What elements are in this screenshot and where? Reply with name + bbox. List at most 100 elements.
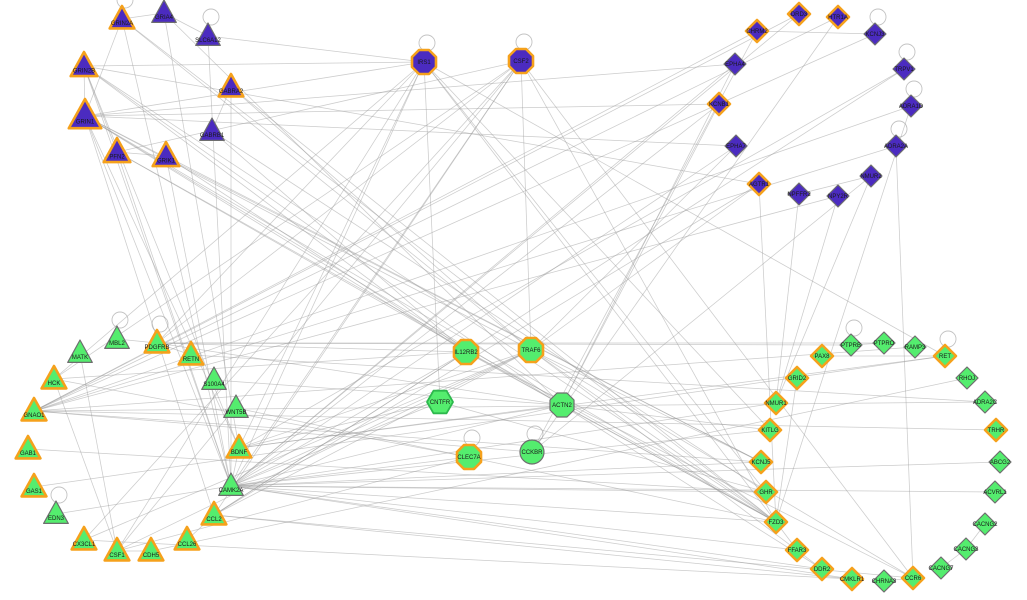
node-gt14[interactable]: CCL2: [200, 500, 228, 526]
node-gt13[interactable]: EDN3: [42, 500, 69, 525]
node-gd11[interactable]: TRHR: [983, 417, 1009, 443]
edge: [423, 61, 777, 523]
edge: [798, 175, 872, 195]
node-gd17[interactable]: CACNG2: [972, 512, 998, 536]
edge: [230, 63, 736, 487]
edge: [156, 342, 563, 406]
node-gd21[interactable]: CACNG7: [928, 556, 954, 580]
edge: [116, 60, 522, 552]
edge: [775, 193, 800, 404]
edge: [230, 402, 777, 487]
edge: [230, 456, 470, 487]
node-shape: [839, 566, 865, 592]
node-pd4[interactable]: KCNJ3: [863, 22, 887, 46]
node-shape: [899, 94, 923, 118]
node-gd2[interactable]: PTPRB: [839, 333, 863, 357]
node-po1[interactable]: IRS1: [410, 48, 438, 76]
node-shape: [20, 472, 48, 498]
node-shape: [151, 0, 177, 23]
node-po2[interactable]: CSF2: [507, 47, 535, 75]
edge: [230, 13, 800, 487]
node-pt4[interactable]: GRIN2B: [69, 50, 99, 78]
node-shape: [763, 390, 789, 416]
node-gm5[interactable]: CLEC7A: [455, 443, 483, 471]
node-pd11[interactable]: AGTR1: [746, 171, 772, 197]
node-gm2[interactable]: TRAF6: [517, 336, 545, 364]
node-gd22[interactable]: CMKLR1: [839, 566, 865, 592]
node-pt6[interactable]: GRIN1: [67, 97, 103, 130]
edge: [156, 60, 522, 344]
node-shape: [787, 182, 811, 206]
node-shape: [20, 396, 48, 422]
edge: [530, 349, 777, 523]
node-gt5[interactable]: HCK: [40, 364, 68, 390]
edge: [83, 65, 232, 487]
edge: [211, 130, 767, 493]
node-gt1[interactable]: MBL2: [104, 325, 130, 349]
edge: [230, 145, 737, 487]
node-pd2[interactable]: DRD3: [786, 1, 812, 27]
node-gd9[interactable]: ADRA2C: [973, 390, 998, 414]
self-loop-edge: [202, 8, 220, 26]
node-gd13[interactable]: ABCG2: [988, 450, 1012, 474]
node-gd24[interactable]: CCR6: [900, 565, 926, 591]
node-gt8[interactable]: WNT5B: [223, 394, 249, 418]
edge: [213, 183, 760, 516]
node-gm1[interactable]: IL12RB2: [452, 338, 480, 366]
node-pd13[interactable]: NPY2R: [826, 184, 850, 208]
node-pd8[interactable]: ADRA1D: [899, 94, 924, 118]
node-pt5[interactable]: GABRA2: [217, 72, 245, 98]
node-gm4[interactable]: ACTN2: [549, 392, 575, 418]
node-gd1[interactable]: PAX8: [809, 343, 835, 369]
edge: [238, 401, 441, 449]
edge: [230, 461, 762, 487]
self-loop-edge: [905, 80, 923, 98]
node-gt9[interactable]: GAB1: [14, 434, 42, 460]
edge: [84, 115, 240, 449]
node-pd3[interactable]: HTR1A: [825, 4, 851, 30]
node-pt2[interactable]: GRIA4: [151, 0, 177, 23]
node-pd5[interactable]: EPHA4: [723, 52, 747, 76]
node-gt11[interactable]: GAS1: [20, 472, 48, 498]
edge: [230, 351, 467, 487]
node-pd1[interactable]: CHRM2: [744, 18, 770, 44]
node-shape: [426, 389, 454, 415]
edge: [116, 456, 470, 552]
node-pd14[interactable]: NMUR2: [859, 164, 883, 188]
edge: [83, 65, 777, 523]
node-pd10[interactable]: ADRA2A: [884, 134, 908, 158]
node-gd19[interactable]: CACNG3: [953, 537, 979, 561]
node-gm3[interactable]: CNTFR: [426, 389, 454, 415]
self-loop-edge: [515, 33, 533, 51]
node-shape: [40, 364, 68, 390]
node-gt7[interactable]: GNAO1: [20, 396, 48, 422]
node-pt3[interactable]: SLC6A12: [195, 22, 222, 47]
node-shape: [549, 392, 575, 418]
self-loop-edge: [50, 486, 68, 504]
node-gt6[interactable]: S100A4: [201, 366, 227, 390]
node-pd6[interactable]: TRPV1: [892, 57, 916, 81]
node-gd4[interactable]: RAMP3: [903, 335, 927, 359]
node-gd23[interactable]: CHRNA3: [872, 569, 897, 593]
node-gd3[interactable]: PTPRO: [872, 331, 896, 355]
node-gd5[interactable]: RET: [932, 343, 958, 369]
node-pd7[interactable]: KCNB1: [706, 91, 732, 117]
node-gd8[interactable]: NMUR1: [763, 390, 789, 416]
node-pt9[interactable]: GRIK1: [151, 140, 181, 168]
node-pd12[interactable]: NPFFR2: [787, 182, 811, 206]
edge: [53, 351, 467, 380]
node-gd16[interactable]: FZD3: [763, 509, 789, 535]
node-gt3[interactable]: MATK: [67, 339, 93, 363]
node-gm6[interactable]: CCKBR: [519, 439, 545, 465]
edge: [230, 103, 720, 487]
node-shape: [954, 537, 978, 561]
edge: [561, 404, 771, 431]
node-gd7[interactable]: RHOJ: [955, 366, 979, 390]
node-pt1[interactable]: GRIN2A: [108, 4, 136, 30]
edge: [53, 61, 425, 380]
node-shape: [809, 556, 835, 582]
node-gd15[interactable]: ACVRL1: [983, 480, 1007, 504]
node-shape: [70, 525, 98, 551]
edge: [423, 61, 771, 431]
